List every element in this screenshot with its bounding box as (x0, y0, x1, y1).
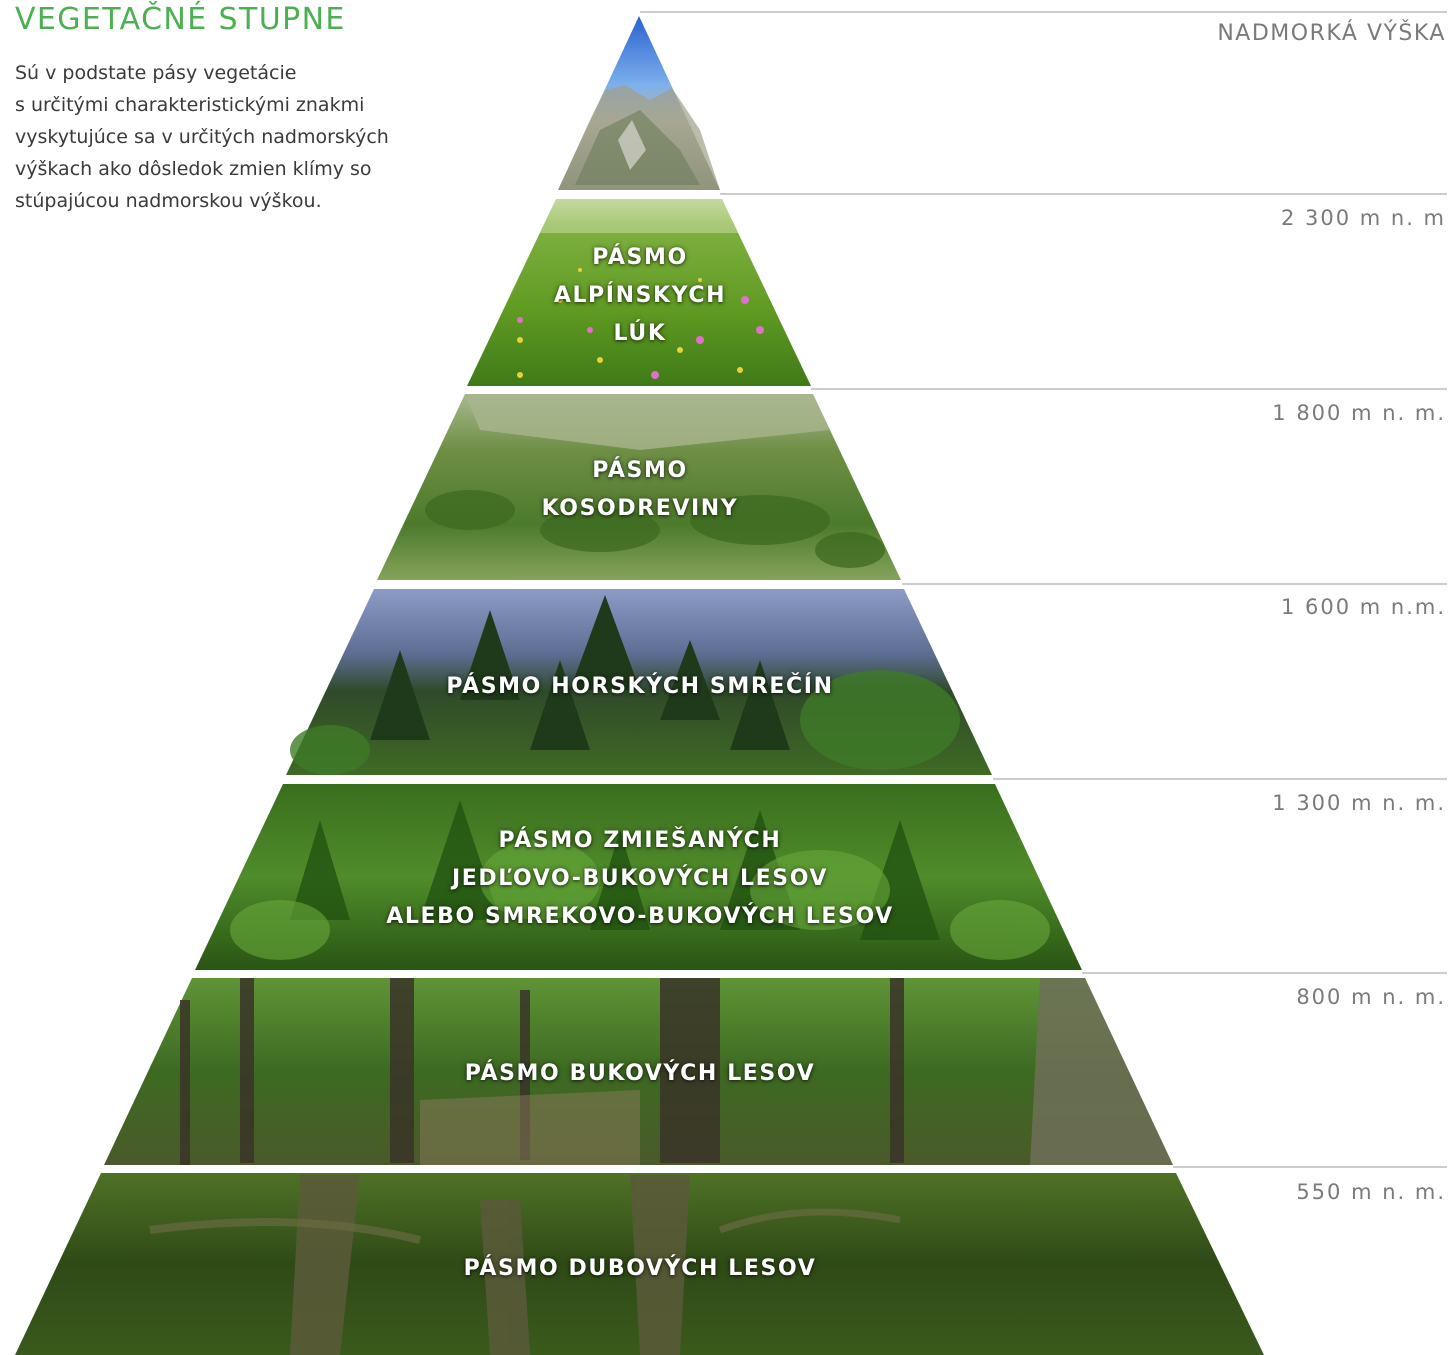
zone-label-line: ALPÍNSKYCH (553, 283, 727, 308)
zone-label-line: ALEBO SMREKOVO-BUKOVÝCH LESOV (386, 904, 894, 929)
altitude-label: 800 m n. m. (1296, 985, 1446, 1009)
altitude-axis-title: NADMORKÁ VÝŠKA (1217, 21, 1446, 46)
intro-line: s určitými charakteristickými znakmi (15, 94, 365, 116)
intro-line: výškach ako dôsledok zmien klímy so (15, 158, 372, 180)
zone-dwarf-pine (377, 394, 901, 580)
intro-line: stúpajúcou nadmorskou výškou. (15, 190, 322, 212)
zone-label-line: KOSODREVINY (541, 496, 739, 521)
zone-mixed (195, 784, 1082, 970)
zone-label-beech: PÁSMO BUKOVÝCH LESOV (340, 1055, 940, 1093)
zone-label-mixed: PÁSMO ZMIEŠANÝCH JEDĽOVO-BUKOVÝCH LESOV … (280, 822, 1000, 936)
zone-label-line: LÚK (613, 321, 667, 346)
zone-label-line: PÁSMO HORSKÝCH SMREČÍN (446, 674, 834, 699)
zone-label-line: PÁSMO ZMIEŠANÝCH (498, 828, 782, 853)
zone-label-dwarf-pine: PÁSMO KOSODREVINY (440, 452, 840, 528)
zone-oak (15, 1173, 1264, 1355)
zone-label-line: PÁSMO BUKOVÝCH LESOV (464, 1061, 816, 1086)
zone-label-alpine: PÁSMO ALPÍNSKYCH LÚK (440, 239, 840, 353)
altitude-label: 1 600 m n.m. (1280, 595, 1446, 619)
page-title: VEGETAČNÉ STUPNE (15, 2, 346, 37)
altitude-label: 2 300 m n. m (1280, 206, 1446, 230)
altitude-label: 550 m n. m. (1296, 1180, 1446, 1204)
altitude-label: 1 800 m n. m. (1272, 401, 1446, 425)
zone-label-line: JEDĽOVO-BUKOVÝCH LESOV (451, 866, 829, 891)
zone-beech (104, 978, 1173, 1165)
zone-spruce (286, 589, 992, 775)
zone-label-line: PÁSMO (592, 458, 688, 483)
zone-peak (558, 16, 720, 190)
altitude-label: 1 300 m n. m. (1272, 791, 1446, 815)
intro-line: vyskytujúce sa v určitých nadmorských (15, 126, 389, 148)
zone-alpine (467, 199, 811, 386)
zone-label-line: PÁSMO (592, 245, 688, 270)
intro-line: Sú v podstate pásy vegetácie (15, 62, 297, 84)
zone-label-spruce: PÁSMO HORSKÝCH SMREČÍN (340, 668, 940, 706)
intro-text: Sú v podstate pásy vegetácie s určitými … (15, 57, 435, 217)
zone-label-oak: PÁSMO DUBOVÝCH LESOV (340, 1250, 940, 1288)
zone-label-line: PÁSMO DUBOVÝCH LESOV (463, 1256, 817, 1281)
